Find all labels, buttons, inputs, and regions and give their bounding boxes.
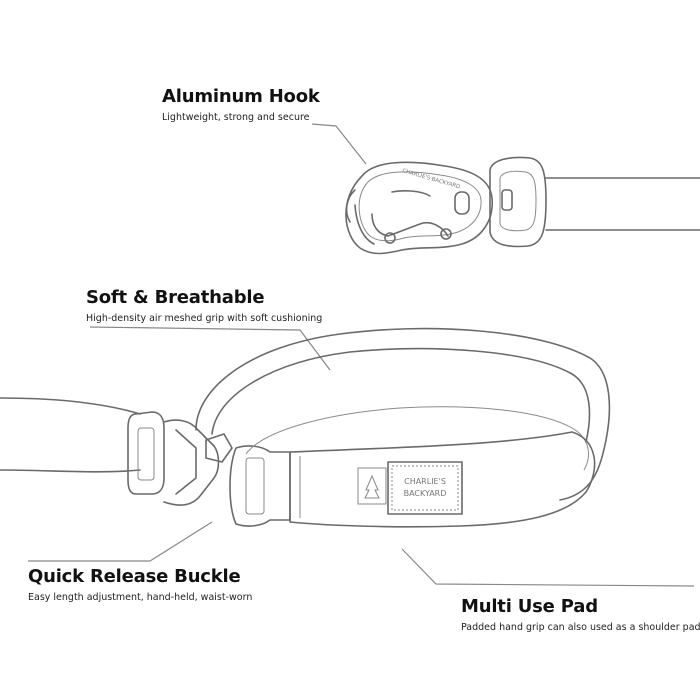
callout-subtitle: Padded hand grip can also used as a shou… bbox=[461, 622, 700, 633]
callout-quick-release-buckle: Quick Release Buckle Easy length adjustm… bbox=[28, 566, 252, 603]
leader-line-pad bbox=[401, 548, 695, 587]
carabiner-hook: CHARLIE'S BACKYARD bbox=[345, 161, 493, 255]
callout-title: Multi Use Pad bbox=[461, 596, 598, 617]
padded-handle: CHARLIE'S BACKYARD bbox=[195, 327, 611, 528]
callout-aluminum-hook: Aluminum Hook Lightweight, strong and se… bbox=[162, 86, 320, 123]
callout-soft-breathable: Soft & Breathable High-density air meshe… bbox=[86, 287, 322, 324]
logo-patch-side bbox=[357, 467, 387, 505]
quick-release-buckle bbox=[127, 411, 291, 527]
leash-strap bbox=[0, 397, 141, 473]
callout-title: Soft & Breathable bbox=[86, 287, 265, 308]
callout-subtitle: Easy length adjustment, hand-held, waist… bbox=[28, 592, 253, 603]
leader-line-hook bbox=[311, 123, 367, 165]
strap-connector bbox=[489, 156, 700, 248]
callout-title: Quick Release Buckle bbox=[28, 566, 241, 587]
callout-title: Aluminum Hook bbox=[162, 86, 320, 107]
leader-line-buckle bbox=[28, 521, 213, 562]
callout-subtitle: Lightweight, strong and secure bbox=[162, 112, 310, 123]
callout-subtitle: High-density air meshed grip with soft c… bbox=[86, 313, 323, 324]
brand-tag bbox=[387, 461, 463, 515]
hook-engraving: CHARLIE'S BACKYARD bbox=[401, 168, 460, 190]
tree-icon bbox=[364, 474, 380, 499]
brand-tag-line2: BACKYARD bbox=[404, 489, 447, 498]
callout-multi-use-pad: Multi Use Pad Padded hand grip can also … bbox=[461, 596, 700, 633]
brand-tag-line1: CHARLIE'S bbox=[404, 477, 446, 486]
